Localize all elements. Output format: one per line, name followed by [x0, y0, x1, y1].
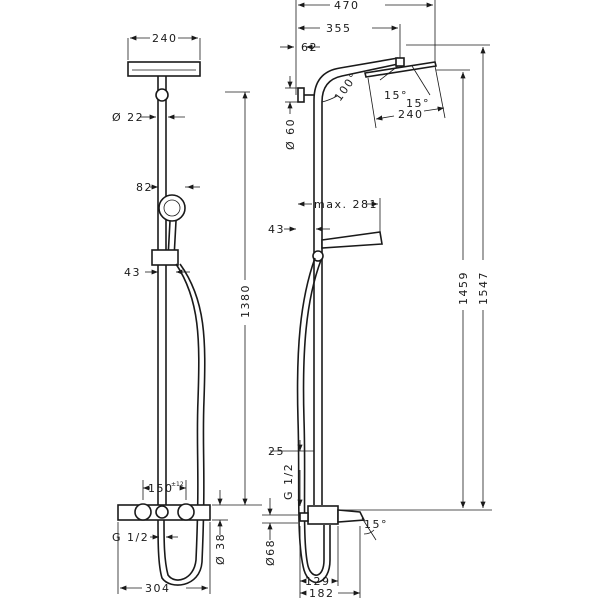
dim-thermostat-spacing: 150: [148, 482, 174, 495]
dim-spout-angle: 15°: [364, 518, 388, 531]
hand-shower-front: [158, 194, 186, 222]
wall-bracket-side: [297, 87, 305, 103]
dim-total-depth: 470: [334, 0, 360, 12]
dim-pole-diameter: Ø 22: [112, 111, 144, 124]
hose-side: [296, 257, 331, 584]
dim-connection-thread: G 1/2: [112, 531, 149, 544]
shower-pole-front: [157, 100, 167, 505]
dim-wall-offset: 62: [301, 41, 318, 54]
slider-front: [151, 249, 179, 266]
dim-spout-diameter: Ø68: [264, 539, 277, 566]
dim-head-width-side: 240: [398, 108, 424, 121]
dim-head-width: 240: [152, 32, 178, 45]
dim-height-1380: 1380: [239, 284, 252, 318]
thermostat-side: [307, 505, 339, 525]
dim-slider-offset-side: 43: [268, 223, 285, 236]
bath-spout-side: [337, 509, 366, 523]
dim-bracket-diameter: Ø 60: [284, 118, 297, 150]
dim-tolerance: ±12: [171, 481, 184, 488]
dim-thermostat-diameter: Ø 38: [214, 533, 227, 565]
dim-slider-offset: 43: [124, 266, 141, 279]
dim-spout-depth-182: 182: [309, 587, 335, 600]
dim-handshower-reach: max. 281: [314, 198, 378, 211]
dim-arm-reach: 355: [326, 22, 352, 35]
dim-thermostat-width: 304: [145, 582, 171, 595]
dim-total-height: 1547: [477, 271, 490, 305]
dim-connection-thread-side: G 1/2: [282, 463, 295, 500]
dim-head-tilt-right: 15°: [406, 97, 430, 110]
dim-arm-angle: 100°: [332, 70, 361, 104]
dim-head-height: 1459: [457, 271, 470, 305]
side-view: 470 355 62 100° 15° 15° 240 Ø 60 max. 28…: [262, 0, 492, 600]
hose-front: [163, 263, 200, 581]
overhead-shower-side: [364, 61, 437, 78]
dim-bottom-offset: 25: [268, 445, 285, 458]
dim-handshower-width: 82: [136, 181, 153, 194]
shower-pole-side: [313, 57, 399, 505]
hand-shower-side: [321, 231, 383, 249]
overhead-shower-front: [127, 61, 201, 77]
dim-spout-depth-129: 129: [305, 575, 331, 588]
dim-head-tilt-left: 15°: [384, 89, 408, 102]
front-view: 240 Ø 22 82 43 1380 150 ±12 G 1/2 Ø 38 3…: [112, 32, 262, 595]
